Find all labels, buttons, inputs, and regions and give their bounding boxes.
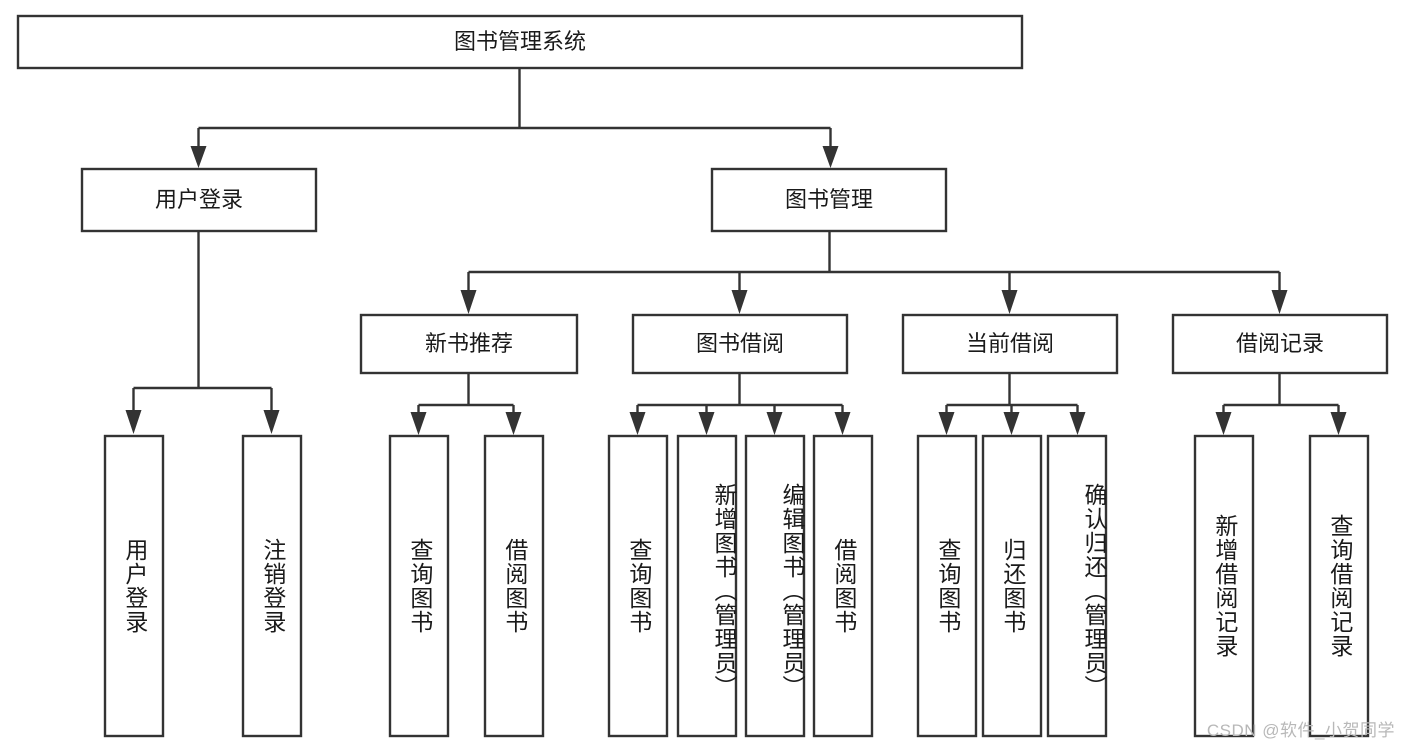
leafbox-borrow-book-2-label: 借阅图书 bbox=[830, 538, 857, 634]
leafbox-query-book-1-label: 查询图书 bbox=[406, 538, 433, 634]
arrow-cb-to-leaf-3 bbox=[1069, 412, 1086, 435]
leafbox-query-book-1[interactable] bbox=[388, 434, 450, 738]
arrow-cb-to-leaf-2 bbox=[1003, 412, 1020, 435]
node-root[interactable] bbox=[16, 14, 1024, 70]
edges-layer bbox=[125, 69, 1347, 435]
node-book-borrow-label: 图书借阅 bbox=[696, 331, 784, 356]
arrow-bm-to-book-borrow bbox=[731, 290, 748, 314]
csdn-watermark: CSDN @软件_小贺同学 bbox=[1206, 721, 1395, 740]
arrow-bb-to-leaf-4 bbox=[834, 412, 851, 435]
node-current-borrow-label: 当前借阅 bbox=[966, 331, 1054, 356]
arrow-root-to-book-management bbox=[822, 146, 839, 168]
arrow-bb-to-leaf-1 bbox=[629, 412, 646, 435]
leafbox-borrow-book-1-label: 借阅图书 bbox=[501, 538, 528, 634]
node-new-book-recommend-label: 新书推荐 bbox=[425, 331, 513, 356]
leafbox-return-book-label: 归还图书 bbox=[999, 538, 1026, 634]
leafbox-add-record[interactable] bbox=[1193, 434, 1255, 738]
arrow-bb-to-leaf-3 bbox=[766, 412, 783, 435]
leafbox-borrow-book-2[interactable] bbox=[812, 434, 874, 738]
arrow-user-login-to-leaf-2 bbox=[263, 410, 280, 434]
node-borrow-record-label: 借阅记录 bbox=[1236, 331, 1324, 356]
nodes-layer bbox=[16, 14, 1389, 738]
arrow-cb-to-leaf-1 bbox=[938, 412, 955, 435]
arrow-new-book-to-leaf-2 bbox=[505, 412, 522, 435]
arrow-bm-to-new-book bbox=[460, 290, 477, 314]
leafbox-confirm-return-label: 确认归还（管理员） bbox=[1081, 483, 1107, 699]
node-book-management-label: 图书管理 bbox=[785, 187, 873, 212]
node-current-borrow[interactable] bbox=[901, 313, 1119, 375]
leafbox-query-book-2[interactable] bbox=[607, 434, 669, 738]
leafbox-return-book[interactable] bbox=[981, 434, 1043, 738]
node-user-login-label: 用户登录 bbox=[155, 187, 243, 212]
leafbox-query-record[interactable] bbox=[1308, 434, 1370, 738]
arrow-br-to-leaf-1 bbox=[1215, 412, 1232, 435]
arrow-root-to-user-login bbox=[190, 146, 207, 168]
node-user-login[interactable] bbox=[80, 167, 318, 233]
labels-layer: 图书管理系统 用户登录 图书管理 新书推荐 图书借阅 当前借阅 借阅记录 bbox=[155, 29, 1324, 356]
leafbox-user-login-label: 用户登录 bbox=[121, 538, 148, 634]
node-book-borrow[interactable] bbox=[631, 313, 849, 375]
arrow-bb-to-leaf-2 bbox=[698, 412, 715, 435]
leafbox-add-record-label: 新增借阅记录 bbox=[1211, 514, 1238, 658]
leafbox-edit-book-label: 编辑图书（管理员） bbox=[779, 483, 805, 699]
leafbox-add-book-label: 新增图书（管理员） bbox=[711, 483, 737, 699]
arrow-user-login-to-leaf-1 bbox=[125, 410, 142, 434]
leafbox-borrow-book-1[interactable] bbox=[483, 434, 545, 738]
arrow-bm-to-borrow-record bbox=[1271, 290, 1288, 314]
node-book-management[interactable] bbox=[710, 167, 948, 233]
arrow-new-book-to-leaf-1 bbox=[410, 412, 427, 435]
node-borrow-record[interactable] bbox=[1171, 313, 1389, 375]
node-new-book-recommend[interactable] bbox=[359, 313, 579, 375]
leafbox-query-book-3[interactable] bbox=[916, 434, 978, 738]
leafbox-confirm-return[interactable] bbox=[1046, 434, 1108, 738]
arrow-bm-to-current-borrow bbox=[1001, 290, 1018, 314]
leafbox-logout-login-label: 注销登录 bbox=[259, 538, 286, 634]
arrow-br-to-leaf-2 bbox=[1330, 412, 1347, 435]
leafbox-query-book-3-label: 查询图书 bbox=[934, 538, 961, 634]
leafbox-edit-book[interactable] bbox=[744, 434, 806, 738]
leafbox-query-record-label: 查询借阅记录 bbox=[1326, 514, 1353, 658]
leafbox-logout-login[interactable] bbox=[241, 434, 303, 738]
node-root-label: 图书管理系统 bbox=[454, 29, 586, 54]
leafbox-query-book-2-label: 查询图书 bbox=[625, 538, 652, 634]
leafbox-user-login[interactable] bbox=[103, 434, 165, 738]
leafbox-add-book[interactable] bbox=[676, 434, 738, 738]
